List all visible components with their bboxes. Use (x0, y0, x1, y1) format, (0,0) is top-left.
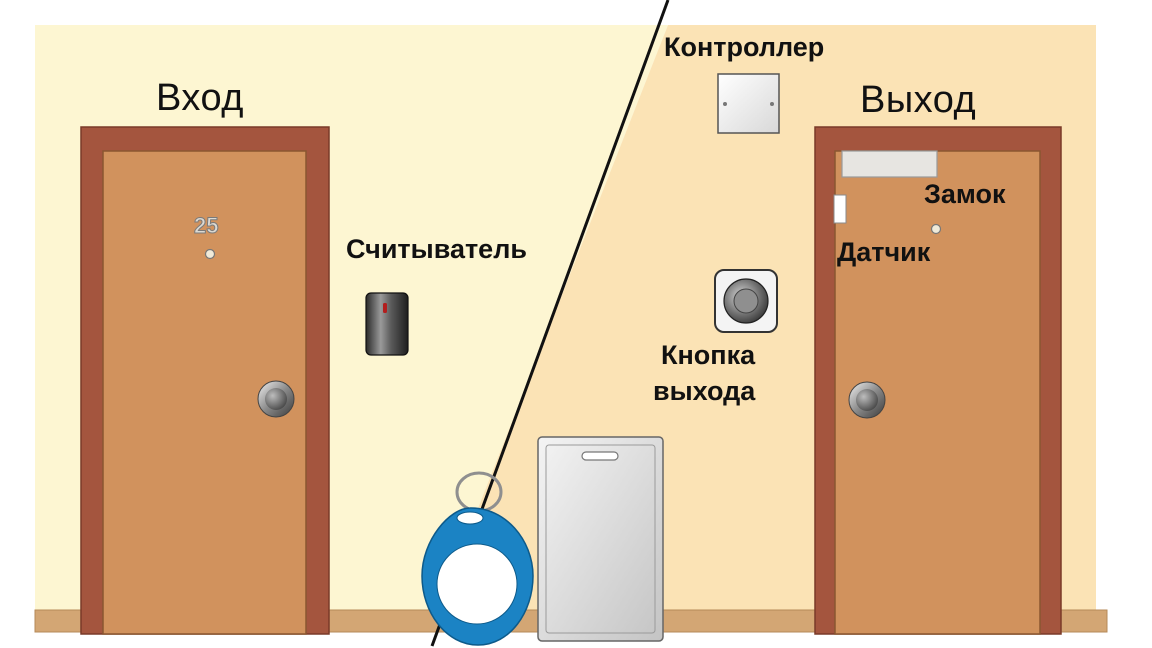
controller-box-icon (717, 73, 780, 134)
access-card-icon (537, 436, 664, 642)
door-knob-icon (848, 381, 886, 419)
card-reader-icon (365, 292, 409, 356)
exit-button-icon (714, 269, 778, 333)
door-number: 25 (193, 213, 219, 239)
exit-label: Выход (860, 79, 977, 121)
reader-label: Считыватель (346, 234, 527, 264)
exit-button-label-line1: Кнопка (661, 340, 756, 370)
exit-door (814, 126, 1062, 635)
lock-icon (841, 150, 938, 178)
door-knob-icon (257, 380, 295, 418)
lock-label: Замок (924, 179, 1006, 209)
controller-label: Контроллер (664, 32, 825, 62)
exit-button-label-line2: выхода (653, 376, 756, 406)
entry-door (80, 126, 330, 635)
keyfob-icon (421, 471, 534, 646)
door-sensor-icon (833, 194, 847, 224)
peephole-icon (930, 223, 942, 235)
entry-label: Вход (156, 77, 244, 119)
sensor-label: Датчик (837, 237, 931, 267)
peephole-icon (204, 248, 216, 260)
